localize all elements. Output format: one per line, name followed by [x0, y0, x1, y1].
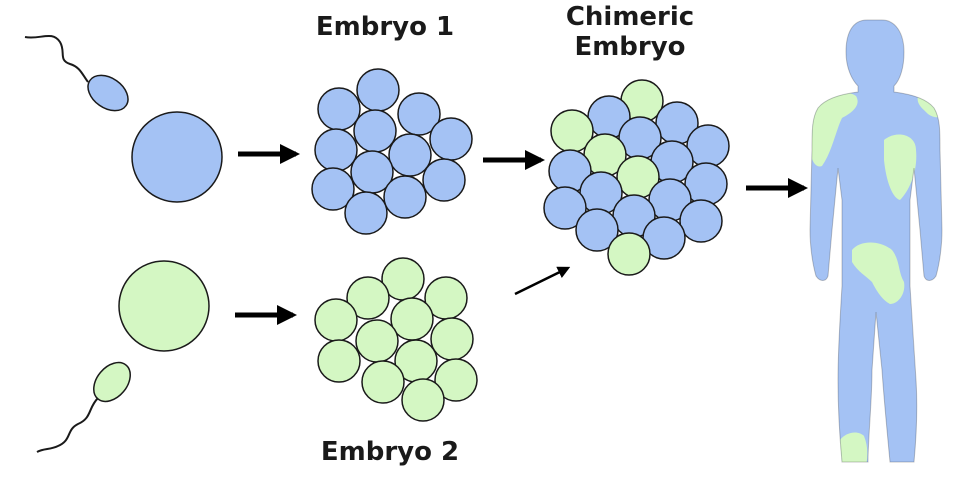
chimeric-cell	[680, 200, 722, 242]
embryo1-cell	[357, 69, 399, 111]
embryo2-cell	[315, 299, 357, 341]
embryo-2-cluster	[315, 258, 477, 421]
human-body	[810, 20, 942, 462]
embryo1-cell	[430, 118, 472, 160]
embryo1-cell	[315, 129, 357, 171]
embryo-1-cluster	[312, 69, 472, 234]
embryo2-cell	[362, 361, 404, 403]
embryo1-cell	[345, 192, 387, 234]
embryo1-cell	[389, 134, 431, 176]
sperm-green-tail	[37, 398, 98, 452]
embryo-1-label: Embryo 1	[300, 12, 470, 42]
embryo1-cell	[423, 159, 465, 201]
chimeric-label-line-2: Embryo	[550, 32, 710, 62]
sperm-blue	[25, 36, 135, 118]
sperm-blue-head	[81, 68, 134, 118]
chimeric-label-line-1: Chimeric	[550, 2, 710, 32]
embryo2-cell	[356, 320, 398, 362]
chimeric-embryo-label: Chimeric Embryo	[550, 2, 710, 62]
embryo2-cell	[318, 340, 360, 382]
embryo1-cell	[318, 88, 360, 130]
sperm-green-head	[86, 356, 137, 409]
arrow-embryo2-to-chimeric	[515, 268, 568, 294]
chimeric-cell	[608, 233, 650, 275]
embryo2-cell	[402, 379, 444, 421]
sperm-green	[37, 356, 138, 452]
embryo-2-label: Embryo 2	[305, 437, 475, 467]
egg-green	[119, 261, 209, 351]
chimeric-human	[808, 20, 948, 466]
embryo2-cell	[431, 318, 473, 360]
chimeric-embryo-cluster	[544, 80, 729, 275]
embryo1-cell	[354, 110, 396, 152]
embryo1-cell	[384, 176, 426, 218]
sperm-blue-tail	[25, 36, 88, 82]
egg-blue	[132, 112, 222, 202]
